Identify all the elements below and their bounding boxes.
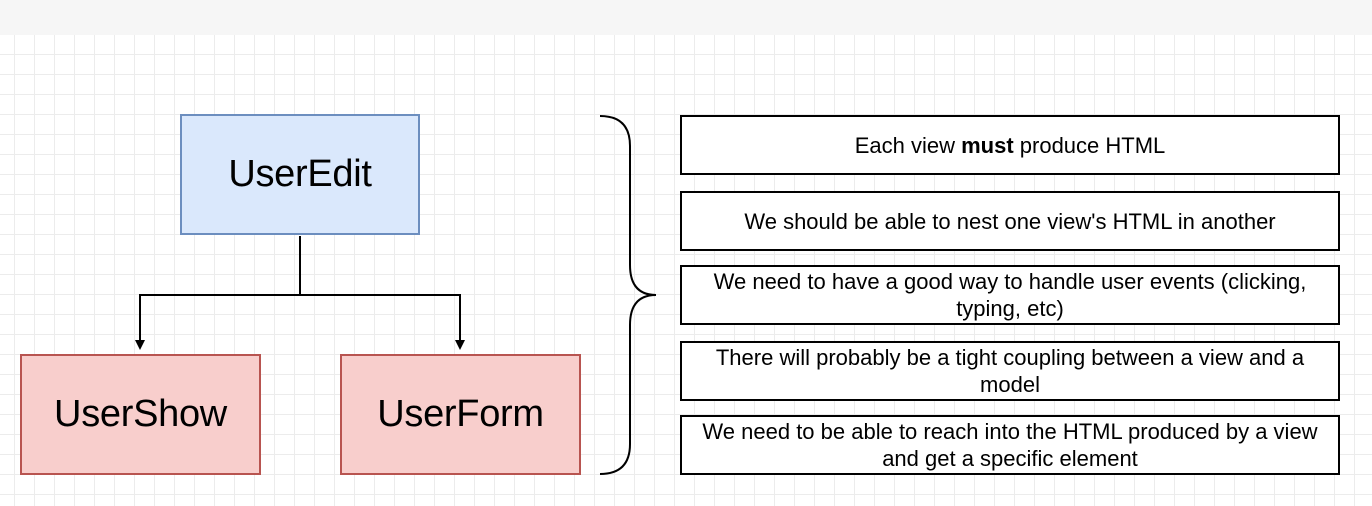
- top-toolbar-strip: [0, 0, 1372, 35]
- requirement-emphasis: must: [961, 132, 1014, 158]
- requirement-text: We need to be able to reach into the HTM…: [702, 419, 1318, 471]
- node-userform-label: UserForm: [377, 393, 544, 435]
- requirement-box-reach-element[interactable]: We need to be able to reach into the HTM…: [680, 415, 1340, 475]
- requirement-text: Each view must produce HTML: [854, 132, 1166, 158]
- node-usershow[interactable]: UserShow: [20, 354, 261, 475]
- connector-to-userform: [300, 294, 465, 350]
- node-useredit-label: UserEdit: [228, 153, 372, 195]
- requirement-text: There will probably be a tight coupling …: [715, 345, 1305, 397]
- node-usershow-label: UserShow: [54, 393, 227, 435]
- requirement-text: We need to have a good way to handle use…: [713, 269, 1307, 321]
- node-userform[interactable]: UserForm: [340, 354, 581, 475]
- requirement-box-view-model-coupling[interactable]: There will probably be a tight coupling …: [680, 341, 1340, 401]
- tree-connector: [135, 236, 465, 350]
- grouping-brace: [599, 115, 657, 475]
- requirement-box-user-events[interactable]: We need to have a good way to handle use…: [680, 265, 1340, 325]
- requirement-text: We should be able to nest one view's HTM…: [744, 208, 1276, 234]
- connector-to-usershow: [135, 294, 300, 350]
- requirement-box-nest-views[interactable]: We should be able to nest one view's HTM…: [680, 191, 1340, 251]
- node-useredit[interactable]: UserEdit: [180, 114, 420, 235]
- requirement-box-must-produce-html[interactable]: Each view must produce HTML: [680, 115, 1340, 175]
